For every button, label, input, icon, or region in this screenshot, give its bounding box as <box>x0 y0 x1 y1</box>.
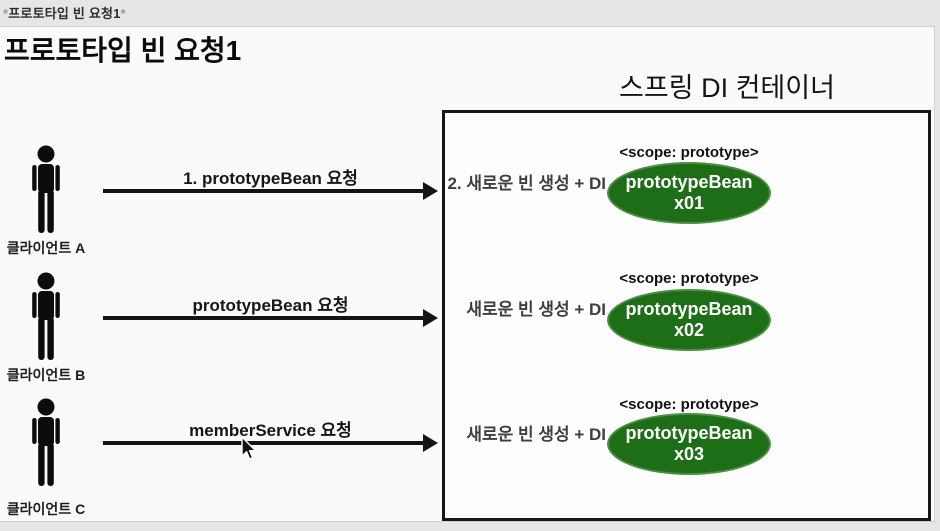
prototype-bean-node: prototypeBean x01 <box>607 162 771 224</box>
arrow-head-icon <box>423 309 438 327</box>
note-title-star-right: * <box>120 6 126 21</box>
note-title: *프로토타입 빈 요청1* <box>3 3 126 22</box>
prototype-bean-node: prototypeBean x02 <box>607 289 771 351</box>
scope-label: <scope: prototype> <box>619 144 759 161</box>
mouse-cursor-icon <box>241 436 257 460</box>
di-container-title: 스프링 DI 컨테이너 <box>619 73 835 103</box>
bean-instance: x01 <box>673 193 705 213</box>
arrow-shaft <box>103 189 424 193</box>
client-c-label: 클라이언트 C <box>6 501 86 517</box>
slide-heading: 프로토타입 빈 요청1 <box>4 35 242 66</box>
request-a-arrow <box>103 182 438 200</box>
bean-name: prototypeBean <box>625 172 753 193</box>
prototype-bean-node: prototypeBean x03 <box>607 413 771 475</box>
request-b-arrow <box>103 309 438 327</box>
scope-label: <scope: prototype> <box>619 270 759 287</box>
client-a-label: 클라이언트 A <box>6 240 86 256</box>
request-c-label: memberService 요청 <box>189 421 352 440</box>
person-icon <box>32 398 60 486</box>
scope-label: <scope: prototype> <box>619 396 759 413</box>
person-icon <box>32 272 60 360</box>
arrow-head-icon <box>423 182 438 200</box>
bean-instance: x03 <box>673 444 705 464</box>
bean-name: prototypeBean <box>625 423 753 444</box>
request-b-label: prototypeBean 요청 <box>192 296 349 315</box>
arrow-shaft <box>103 316 424 320</box>
arrow-shaft <box>103 441 424 445</box>
bean-creation-text: 2. 새로운 빈 생성 + DI <box>447 174 606 193</box>
person-icon <box>32 145 60 233</box>
bean-creation-text: 새로운 빈 생성 + DI <box>466 425 606 444</box>
bean-creation-text: 새로운 빈 생성 + DI <box>466 300 606 319</box>
bean-instance: x02 <box>673 320 705 340</box>
request-c-arrow <box>103 434 438 452</box>
note-title-star-left: * <box>3 6 9 21</box>
note-title-text: 프로토타입 빈 요청1 <box>8 6 121 21</box>
bean-name: prototypeBean <box>625 299 753 320</box>
arrow-head-icon <box>423 434 438 452</box>
client-b-label: 클라이언트 B <box>6 367 86 383</box>
request-a-label: 1. prototypeBean 요청 <box>183 169 358 188</box>
